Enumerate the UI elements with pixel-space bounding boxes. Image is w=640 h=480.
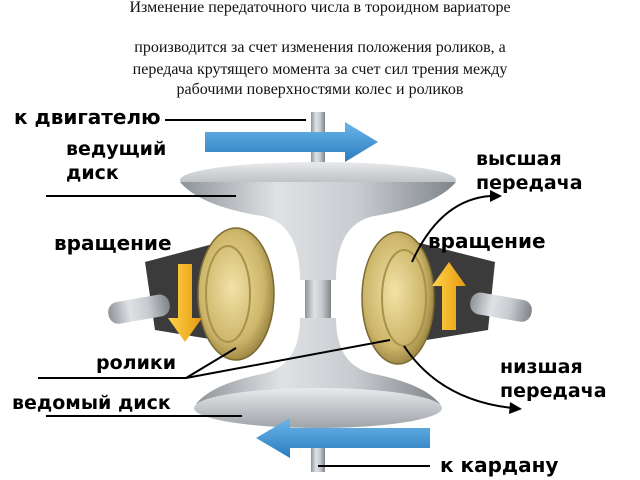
higher-gear-arrowhead (490, 190, 502, 202)
lower-gear-curve (403, 345, 513, 409)
label-rotation-left: вращение (54, 231, 172, 255)
label-to-cardan: к кардану (440, 453, 559, 477)
label-rotation-right: вращение (428, 229, 546, 253)
label-driven-disk: ведомый диск (12, 392, 171, 414)
center-shaft (305, 280, 331, 320)
driven-disk-rim (194, 388, 442, 428)
driven-disk-body (196, 318, 440, 404)
rotation-arrow-down (168, 264, 202, 342)
input-flow-arrow (205, 122, 378, 162)
higher-gear-curve (411, 195, 491, 263)
caption-line-3: передача крутящего момента за счет сил т… (132, 61, 508, 78)
right-axle (470, 292, 532, 322)
caption-line-4: рабочими поверхностями колес и роликов (176, 81, 464, 98)
caption-line-2: производится за счет изменения положения… (134, 39, 506, 56)
label-lower-gear-line1: низшая (500, 356, 583, 378)
label-driving-disk-line1: ведущий (66, 138, 167, 160)
output-flow-arrow (256, 418, 430, 458)
label-higher-gear-line1: высшая (476, 148, 562, 170)
label-higher-gear-line2: передача (476, 172, 583, 194)
rotation-arrow-up (432, 262, 466, 330)
lower-gear-arrowhead (509, 402, 522, 414)
driving-disk-body (180, 182, 456, 280)
caption-line-1: Изменение передаточного числа в тороидно… (129, 0, 511, 16)
label-to-engine: к двигателю (14, 105, 161, 129)
label-driving-disk-line2: диск (66, 162, 119, 184)
left-roller (197, 227, 275, 361)
right-roller (361, 231, 435, 365)
label-rollers: ролики (96, 352, 177, 374)
left-roller-face (205, 245, 251, 343)
left-axle (108, 294, 170, 324)
leader-rollers-a (185, 347, 237, 379)
label-lower-gear-line2: передача (500, 380, 607, 402)
leader-rollers-b (185, 339, 391, 379)
